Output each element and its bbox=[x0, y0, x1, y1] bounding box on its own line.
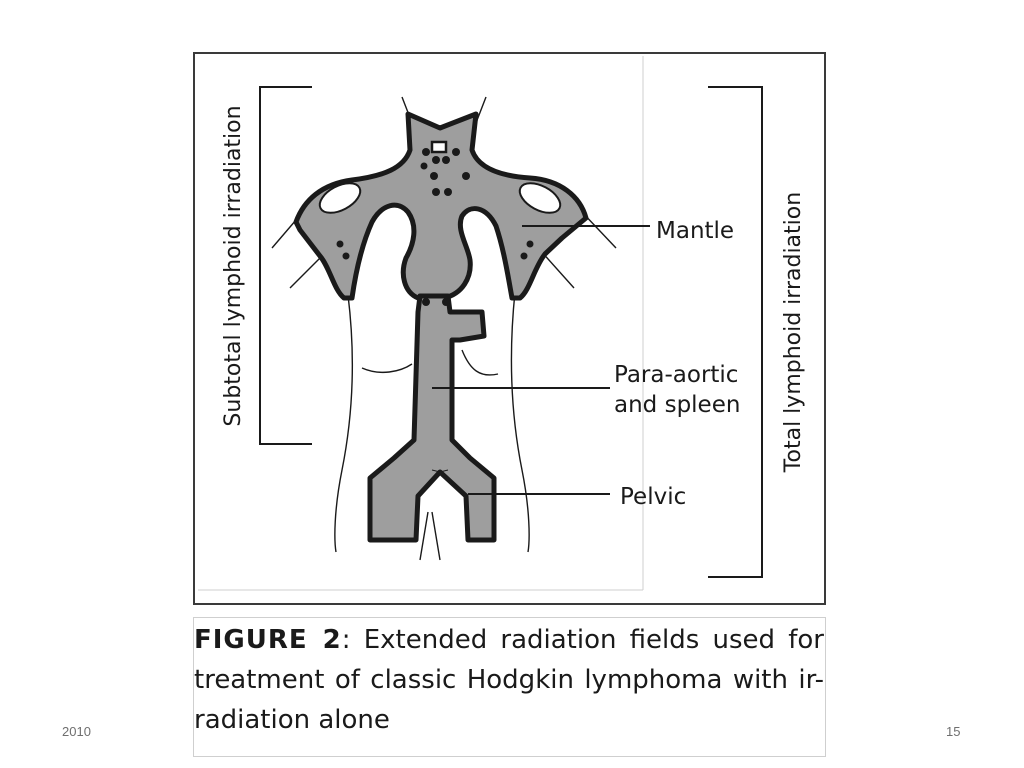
caption-body: : Extended radiation fields used for tre… bbox=[194, 625, 825, 735]
right-bracket bbox=[708, 86, 763, 578]
slide-footer-date: 2010 bbox=[62, 724, 91, 739]
caption-figure-number: FIGURE 2 bbox=[194, 625, 342, 655]
figure-frame bbox=[193, 52, 826, 605]
para-aortic-label-line2: and spleen bbox=[614, 392, 740, 418]
right-shoulder-block bbox=[518, 182, 562, 214]
left-bracket-label: Subtotal lymphoid irradiation bbox=[221, 105, 246, 426]
left-bracket bbox=[259, 86, 312, 445]
para-aortic-label-line1: Para-aortic bbox=[614, 362, 738, 388]
para-aortic-spleen-field bbox=[367, 293, 497, 543]
caption-text: FIGURE 2: Extended radiation fields used… bbox=[194, 620, 824, 740]
figure-caption: FIGURE 2: Extended radiation fields used… bbox=[193, 617, 826, 757]
body-outline bbox=[271, 96, 617, 561]
lymph-nodes bbox=[336, 148, 534, 306]
slide-number: 15 bbox=[946, 724, 961, 739]
mantle-label: Mantle bbox=[656, 218, 734, 244]
right-bracket-label: Total lymphoid irradiation bbox=[781, 192, 806, 473]
left-shoulder-block bbox=[318, 182, 362, 214]
pelvic-label: Pelvic bbox=[620, 484, 686, 510]
